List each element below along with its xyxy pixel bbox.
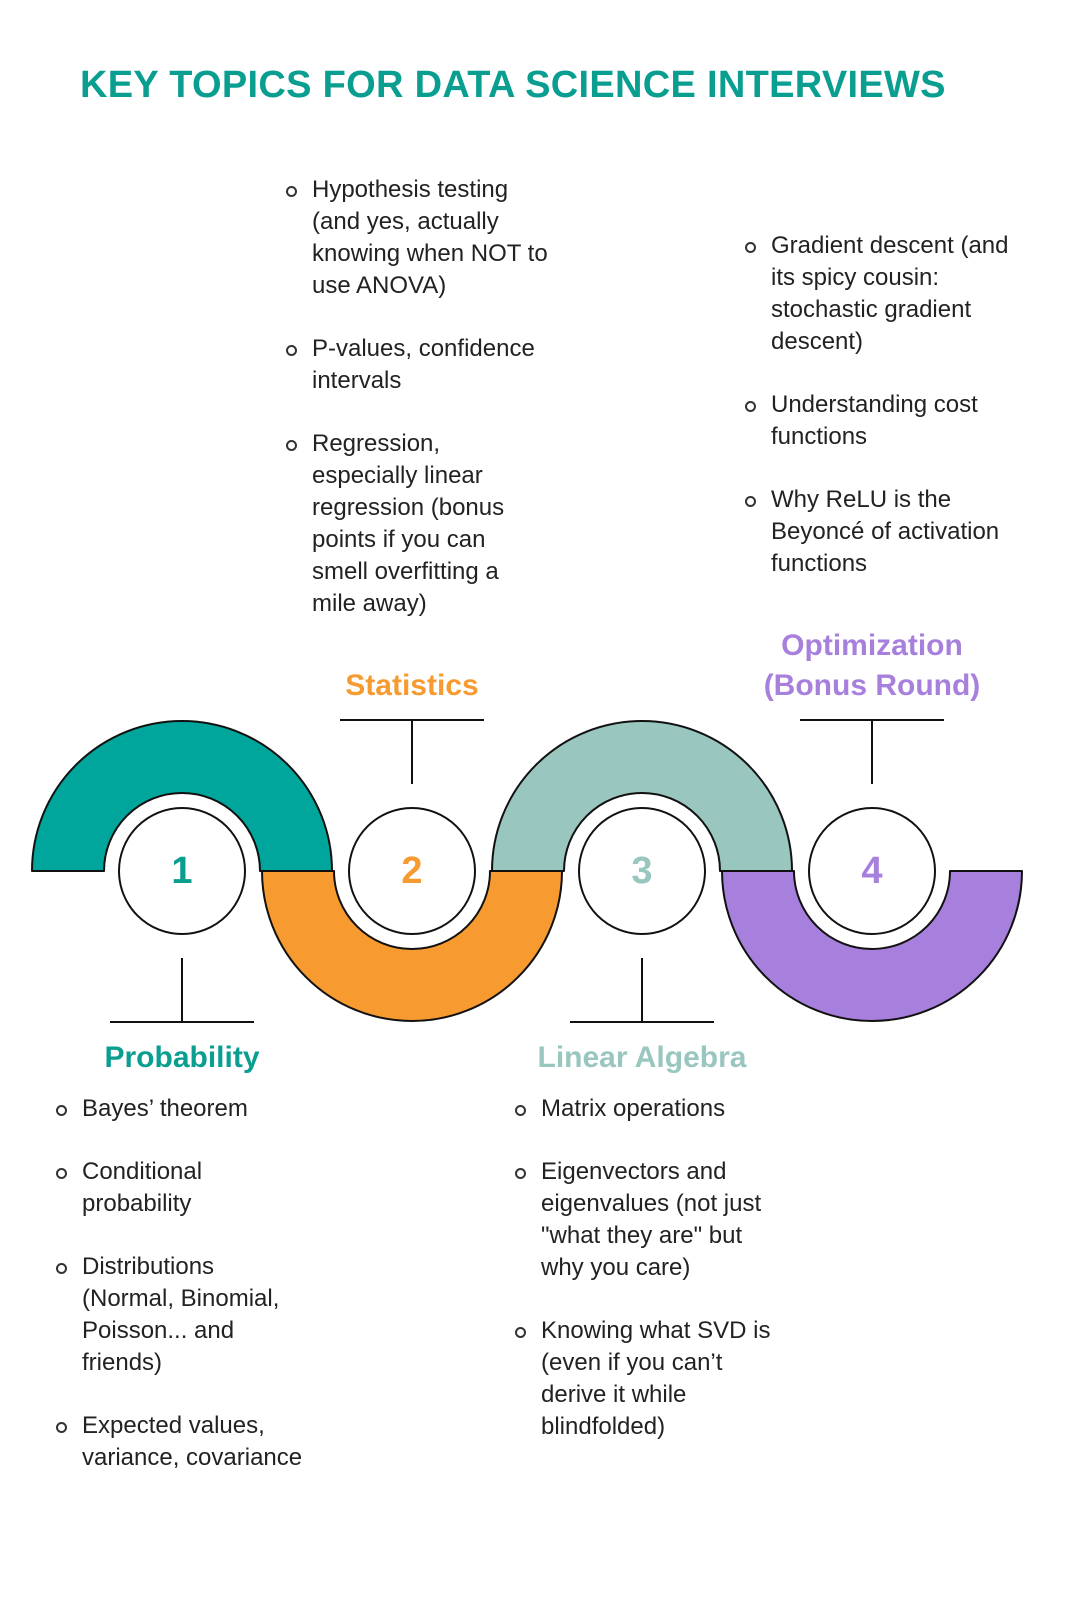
list-item: Matrix operations — [515, 1093, 775, 1125]
bullet-icon — [56, 1422, 67, 1433]
heading-optimization-line1: Optimization — [781, 629, 963, 662]
bullet-icon — [515, 1327, 526, 1338]
connector-statistics — [340, 719, 484, 784]
bullet-icon — [286, 186, 297, 197]
step-number-4: 4 — [861, 850, 883, 892]
bullet-icon — [515, 1105, 526, 1116]
heading-statistics: Statistics — [345, 669, 479, 702]
step-number-3: 3 — [631, 850, 653, 892]
heading-optimization-line2: (Bonus Round) — [763, 669, 981, 702]
connector-optimization — [800, 719, 944, 784]
bullet-icon — [745, 401, 756, 412]
bullet-icon — [56, 1168, 67, 1179]
list-item: Regression, especially linear regression… — [286, 428, 548, 620]
list-item: Eigenvectors and eigenvalues (not just "… — [515, 1156, 775, 1284]
list-item: Why ReLU is the Beyoncé of activation fu… — [745, 484, 1017, 580]
list-item: Hypothesis testing (and yes, actually kn… — [286, 174, 548, 302]
list-item: Distributions (Normal, Binomial, Poisson… — [56, 1251, 306, 1379]
step-circle-2 — [348, 807, 476, 935]
arc-probability — [31, 720, 333, 872]
heading-linear-algebra: Linear Algebra — [537, 1041, 747, 1074]
bullet-icon — [745, 242, 756, 253]
step-circle-3 — [578, 807, 706, 935]
bullet-icon — [286, 440, 297, 451]
bullet-icon — [286, 345, 297, 356]
list-linear-algebra: Matrix operations Eigenvectors and eigen… — [515, 1093, 775, 1443]
list-item: Bayes’ theorem — [56, 1093, 306, 1125]
step-number-2: 2 — [401, 850, 423, 892]
page-title: KEY TOPICS FOR DATA SCIENCE INTERVIEWS — [80, 64, 946, 106]
list-item: Conditional probability — [56, 1156, 306, 1220]
list-item: Understanding cost functions — [745, 389, 1017, 453]
list-optimization: Gradient descent (and its spicy cousin: … — [745, 230, 1017, 580]
list-item: Gradient descent (and its spicy cousin: … — [745, 230, 1017, 358]
step-number-1: 1 — [171, 850, 193, 892]
step-circle-1 — [118, 807, 246, 935]
list-item: Expected values, variance, covariance — [56, 1410, 306, 1474]
bullet-icon — [56, 1263, 67, 1274]
arc-linear-algebra — [491, 720, 793, 872]
list-item: P-values, confidence intervals — [286, 333, 548, 397]
heading-probability: Probability — [104, 1041, 260, 1074]
connector-linear-algebra — [570, 958, 714, 1023]
bullet-icon — [515, 1168, 526, 1179]
list-statistics: Hypothesis testing (and yes, actually kn… — [286, 174, 548, 620]
heading-optimization: Optimization (Bonus Round) — [732, 626, 1012, 706]
step-circle-4 — [808, 807, 936, 935]
connector-probability — [110, 958, 254, 1023]
list-item: Knowing what SVD is (even if you can’t d… — [515, 1315, 775, 1443]
list-probability: Bayes’ theorem Conditional probability D… — [56, 1093, 306, 1474]
bullet-icon — [745, 496, 756, 507]
arc-statistics — [261, 870, 563, 1022]
arc-optimization — [721, 870, 1023, 1022]
bullet-icon — [56, 1105, 67, 1116]
